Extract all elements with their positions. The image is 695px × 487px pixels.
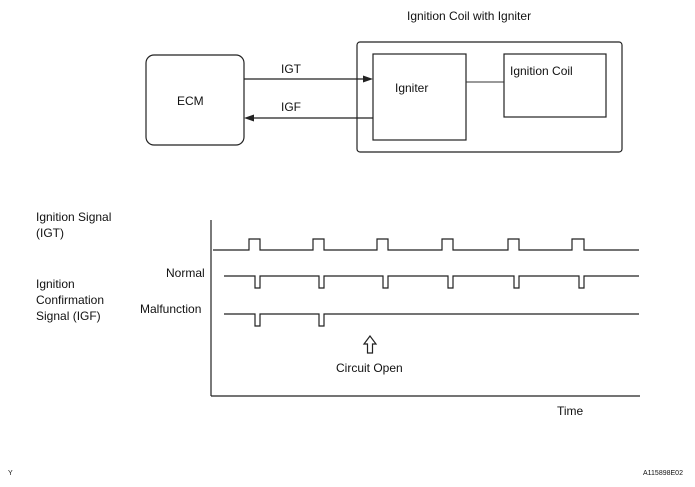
igt-signal-label-1: Ignition Signal [36,210,111,224]
igniter-box [372,53,467,141]
normal-label: Normal [166,266,205,280]
malfunction-label: Malfunction [140,302,201,316]
igf-normal-waveform [224,275,639,289]
igt-signal-label-2: (IGT) [36,226,64,240]
ignition-coil-label: Ignition Coil [510,64,573,78]
igt-label: IGT [281,62,302,76]
ignition-coil-box [503,53,607,118]
circuit-open-label: Circuit Open [336,361,403,375]
footer-left: Y [8,470,13,477]
module-title: Ignition Coil with Igniter [407,9,531,23]
ecm-label: ECM [177,94,204,108]
time-label: Time [557,404,584,418]
igniter-label: Igniter [395,81,428,95]
igf-label: IGF [281,100,301,114]
igf-signal-label-1: Ignition [36,277,75,291]
circuit-open-arrow [362,335,378,354]
igf-signal-label-3: Signal (IGF) [36,309,101,323]
igf-signal-label-2: Confirmation [36,293,104,307]
igt-arrowhead [363,75,373,83]
igf-arrowhead [244,114,254,122]
igf-malfunction-waveform [224,313,639,327]
ecm-box [145,54,245,146]
footer-code: A115898E02 [643,470,683,477]
igt-waveform [213,238,639,251]
